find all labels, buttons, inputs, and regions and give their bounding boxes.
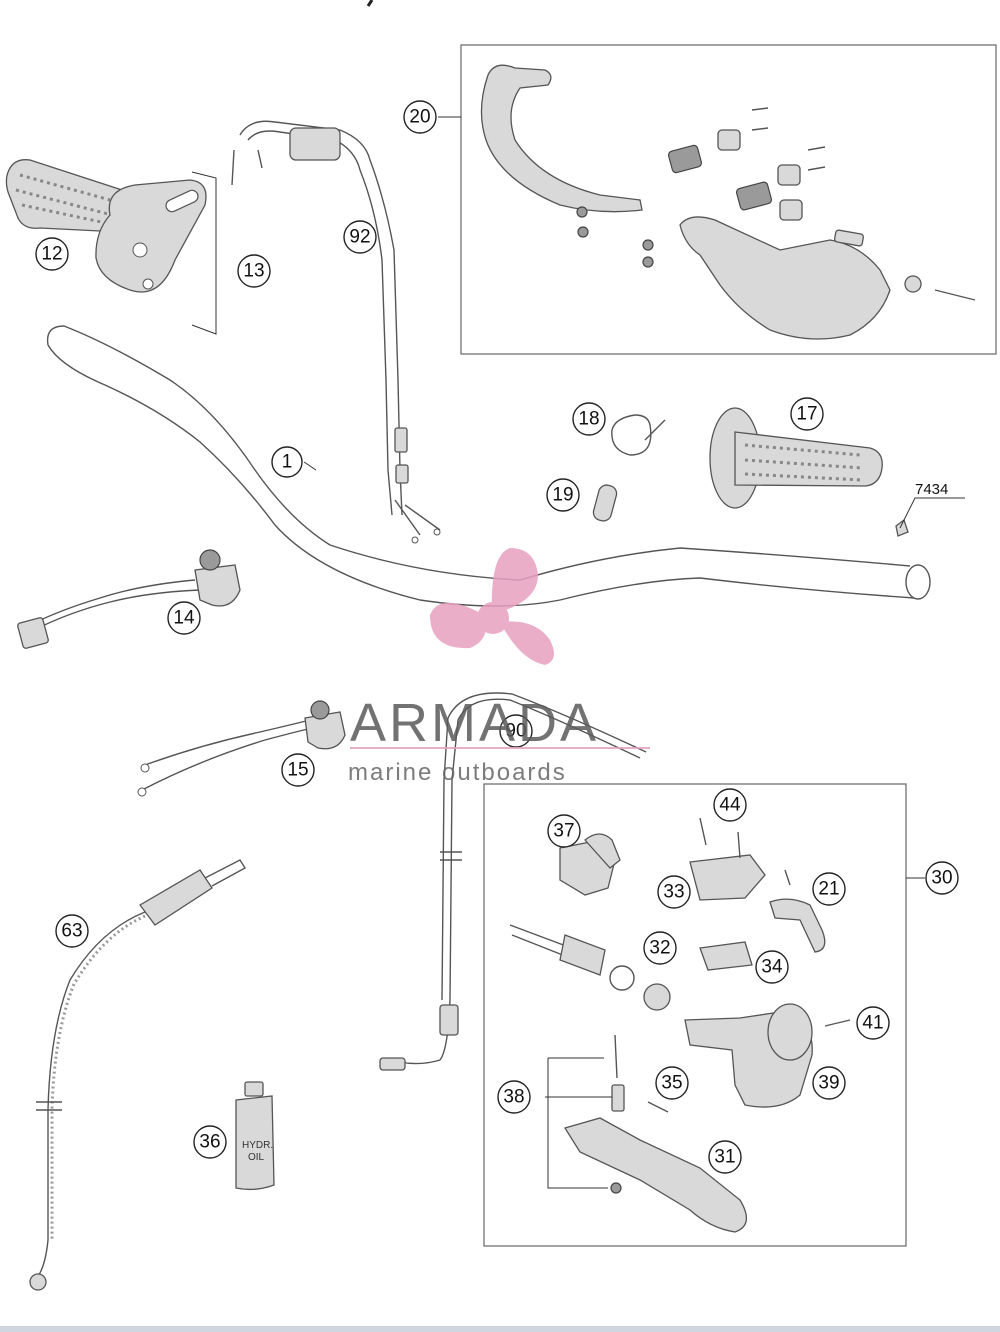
hydraulic-oil-bottle: HYDR. OIL xyxy=(235,1081,275,1191)
callout-44: 44 xyxy=(713,788,747,822)
hot-start-cable xyxy=(379,692,647,1071)
watermark-brand: ARMADA xyxy=(350,693,599,753)
callout-14: 14 xyxy=(167,601,201,635)
svg-text:34: 34 xyxy=(761,957,783,978)
part-7434 xyxy=(895,497,965,537)
callout-17: 17 xyxy=(790,397,824,431)
callout-39: 39 xyxy=(812,1066,846,1100)
svg-text:63: 63 xyxy=(61,921,82,942)
svg-text:92: 92 xyxy=(349,227,370,248)
svg-text:35: 35 xyxy=(661,1073,682,1094)
svg-text:39: 39 xyxy=(818,1073,839,1094)
svg-text:31: 31 xyxy=(714,1147,735,1168)
bottle-label-line1: HYDR. xyxy=(242,1140,273,1151)
svg-text:32: 32 xyxy=(649,938,670,959)
callout-1: 1 xyxy=(271,446,303,478)
callout-33: 33 xyxy=(657,875,691,909)
callout-41: 41 xyxy=(856,1006,890,1040)
svg-text:1: 1 xyxy=(282,452,293,473)
svg-text:44: 44 xyxy=(719,795,741,816)
svg-text:19: 19 xyxy=(552,485,573,506)
handlebar xyxy=(46,325,931,607)
svg-text:41: 41 xyxy=(862,1013,883,1034)
armada-watermark: ARMADA marine outboards xyxy=(348,548,650,786)
svg-text:90: 90 xyxy=(505,721,526,742)
svg-text:33: 33 xyxy=(663,882,684,903)
svg-text:20: 20 xyxy=(409,107,430,128)
callout-13: 13 xyxy=(237,254,271,288)
callout-92: 92 xyxy=(343,220,377,254)
starter-cable-63 xyxy=(29,859,246,1291)
callout-30: 30 xyxy=(925,861,959,895)
handguard-group-box xyxy=(460,44,997,355)
master-cylinder-parts xyxy=(509,817,851,1233)
left-switch xyxy=(17,549,241,649)
callout-35: 35 xyxy=(655,1066,689,1100)
master-cylinder-group-box xyxy=(483,783,907,1247)
sleeve xyxy=(592,484,618,522)
right-switch xyxy=(137,700,346,797)
left-grip xyxy=(5,159,123,233)
callout-37: 37 xyxy=(547,814,581,848)
callout-19: 19 xyxy=(546,478,580,512)
callout-38: 38 xyxy=(497,1080,531,1114)
callout-36: 36 xyxy=(193,1125,227,1159)
svg-text:14: 14 xyxy=(173,608,195,629)
tie-wrap xyxy=(611,414,666,456)
svg-text:12: 12 xyxy=(41,244,62,265)
svg-text:30: 30 xyxy=(931,868,952,889)
watermark-tagline: marine outboards xyxy=(348,759,567,786)
callout-21: 21 xyxy=(812,872,846,906)
callout-15: 15 xyxy=(281,753,315,787)
callout-18: 18 xyxy=(572,402,606,436)
bottle-label-line2: OIL xyxy=(248,1152,265,1163)
throttle-cables xyxy=(231,120,441,544)
callout-90: 90 xyxy=(499,714,533,748)
svg-text:18: 18 xyxy=(578,409,599,430)
svg-text:15: 15 xyxy=(287,760,308,781)
svg-text:13: 13 xyxy=(243,261,264,282)
callout-12: 12 xyxy=(35,237,69,271)
handguard-parts xyxy=(480,64,976,340)
callout-20: 20 xyxy=(403,100,437,134)
callout-32: 32 xyxy=(643,931,677,965)
throttle-housing xyxy=(95,179,207,293)
svg-text:21: 21 xyxy=(818,879,839,900)
right-grip xyxy=(709,407,883,509)
callout-34: 34 xyxy=(755,950,789,984)
label-7434: 7434 xyxy=(915,481,948,498)
svg-text:38: 38 xyxy=(503,1087,524,1108)
svg-text:36: 36 xyxy=(199,1132,220,1153)
callout-31: 31 xyxy=(708,1140,742,1174)
svg-text:17: 17 xyxy=(796,404,817,425)
svg-text:37: 37 xyxy=(553,821,574,842)
propeller-logo xyxy=(430,548,554,665)
callout-63: 63 xyxy=(55,914,89,948)
